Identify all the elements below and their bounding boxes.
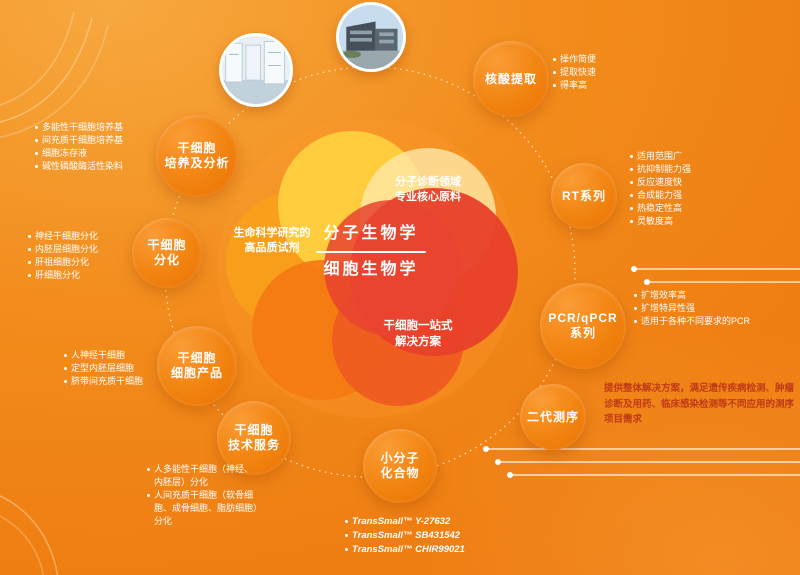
node-label-nucleic-acid: 核酸提取 [484,71,537,86]
center-title: 分子生物学 细胞生物学 [303,224,439,280]
node-label-ngs: 二代测序 [526,409,579,424]
pcr-qpcr-bullets: 扩增效率高 扩增特异性强 适用于各种不同要求的PCR [633,289,750,328]
bullet-item: 抗抑制能力强 [629,163,691,176]
node-stemcell-culture-analysis: 干细胞 培养及分析 [156,115,238,197]
bullet-item: 肝祖细胞分化 [27,256,98,269]
culture-analysis-bullets: 多能性干细胞培养基 间充质干细胞培养基 细胞冻存液 碱性磷酸酶活性染料 [34,121,123,173]
company-building-photo [336,2,406,72]
node-ngs: 二代测序 [520,384,586,450]
bullet-item: 操作简便 [552,53,596,66]
bullet-item: 适用范围广 [629,150,691,163]
bullet-item: 灵敏度高 [629,215,691,228]
bullet-item: 人神经干细胞 [63,349,143,362]
bullet-item: 适用于各种不同要求的PCR [633,315,750,328]
node-label-cell-products: 干细胞 细胞产品 [170,351,223,380]
node-label-rt-series: RT系列 [562,188,606,203]
bullet-item: 提取快速 [552,66,596,79]
bullet-item: TransSmall™ SB431542 [344,529,465,543]
company-building-illustration [339,5,403,69]
differentiation-bullets: 神经干细胞分化 内胚层细胞分化 肝祖细胞分化 肝细胞分化 [27,230,98,282]
tech-services-bullets: 人多能性干细胞（神经、内胚层）分化 人间充质干细胞（软骨细胞、成骨细胞、脂肪细胞… [146,463,261,528]
node-nucleic-acid-extraction: 核酸提取 [473,41,549,117]
bullet-item: 扩增特异性强 [633,302,750,315]
node-label-differentiation: 干细胞 分化 [147,238,187,267]
nucleic-acid-bullets: 操作简便 提取快速 得率高 [552,53,596,92]
bullet-item: 反应速度快 [629,176,691,189]
small-molecule-products: TransSmall™ Y-27632 TransSmall™ SB431542… [344,515,465,557]
node-label-culture-analysis: 干细胞 培养及分析 [164,141,230,170]
bullet-item: TransSmall™ Y-27632 [344,515,465,529]
bullet-item: 人多能性干细胞（神经、内胚层）分化 [146,463,261,489]
node-stemcell-differentiation: 干细胞 分化 [132,218,202,288]
bullet-item: 得率高 [552,79,596,92]
corner-swirl-lines [0,11,109,575]
node-label-pcr-qpcr: PCR/qPCR 系列 [548,311,618,340]
node-small-molecules: 小分子 化合物 [363,429,437,503]
bullet-item: 脐带间充质干细胞 [63,375,143,388]
bullet-item: 合成能力强 [629,189,691,202]
bullet-item: 内胚层细胞分化 [27,243,98,256]
bullet-item: 人间充质干细胞（软骨细胞、成骨细胞、脂肪细胞）分化 [146,489,261,528]
center-title-divider [316,251,426,253]
lab-interior-photo [219,33,293,107]
ngs-description: 提供整体解决方案，满足遗传疾病检测、肿瘤诊断及用药、临床感染检测等不同应用的测序… [604,383,795,425]
tagline-quality-reagents: 生命科学研究的 高品质试剂 [233,227,311,254]
cell-products-bullets: 人神经干细胞 定型内胚层细胞 脐带间充质干细胞 [63,349,143,388]
bullet-item: 扩增效率高 [633,289,750,302]
node-stemcell-cell-products: 干细胞 细胞产品 [157,326,237,406]
bullet-item: 定型内胚层细胞 [63,362,143,375]
center-title-line1: 分子生物学 [323,225,419,242]
bullet-item: 肝细胞分化 [27,269,98,282]
note-stemcell-solution: 干细胞一站式 解决方案 [383,320,453,348]
bullet-item: 碱性磷酸酶活性染料 [34,160,123,173]
node-rt-series: RT系列 [551,163,617,229]
bullet-item: TransSmall™ CHIR99021 [344,543,465,557]
bullet-item: 热稳定性高 [629,202,691,215]
bullet-item: 细胞冻存液 [34,147,123,160]
rt-series-bullets: 适用范围广 抗抑制能力强 反应速度快 合成能力强 热稳定性高 灵敏度高 [629,150,691,228]
node-pcr-qpcr-series: PCR/qPCR 系列 [540,283,626,369]
note-molecular-diagnostics: 分子诊断领域 专业核心原料 [395,176,461,203]
node-label-small-molecules: 小分子 化合物 [380,451,420,480]
bullet-item: 间充质干细胞培养基 [34,134,123,147]
node-label-tech-services: 干细胞 技术服务 [227,423,280,452]
center-title-line2: 细胞生物学 [323,261,419,278]
bullet-item: 神经干细胞分化 [27,230,98,243]
lab-interior-illustration [222,36,290,104]
bullet-item: 多能性干细胞培养基 [34,121,123,134]
